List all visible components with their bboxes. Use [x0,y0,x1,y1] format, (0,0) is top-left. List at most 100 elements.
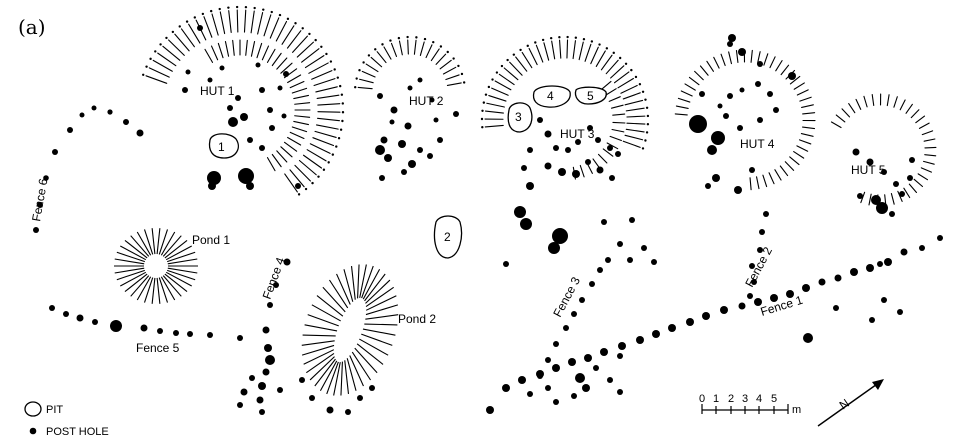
hut-1-bank-outer-tick [315,86,338,93]
hut-4-bank-tick [720,53,726,67]
hut-1-bank-outer-tick [148,67,170,78]
post-hole [537,117,543,123]
hut-2-bank-tick-dot [374,48,377,51]
hut-4-bank-tick [801,104,814,108]
hut-3-bank-outer-tick [509,61,523,76]
hut-3-bank-outer-tick-dot [644,98,647,101]
hut-3-bank-outer-tick [624,134,644,141]
post-hole [803,333,813,343]
post-hole [545,357,551,363]
pond-1-hachure-tick [130,235,150,257]
post-hole [734,186,742,194]
post-hole [398,140,406,148]
post-hole [79,112,85,118]
post-hole [255,62,261,68]
hut-3-bank-outer-tick [535,44,544,63]
post-hole [377,93,383,99]
hut-1-bank-outer-tick [145,75,168,84]
post-hole [770,294,778,302]
pond-2-hachure-tick [336,273,351,305]
hut-3-bank-right-tick [611,128,625,133]
hut-2-bank-tick [359,78,374,84]
hut-3-bank-outer-tick-dot [541,38,545,42]
pond-2-hachure-tick [328,279,349,309]
hut-2-bank-tick-dot [367,54,371,57]
post-hole [33,227,39,233]
hut-1-bank-outer-tick [281,25,295,45]
hut-4-bank-tick [706,60,714,72]
hut-3-bank-outer-tick [486,102,505,108]
post-hole [617,353,623,359]
post-hole [738,48,746,56]
post-hole [173,330,179,336]
post-hole [749,263,755,269]
post-hole [712,174,720,182]
hut-1-bank-inner-tick [280,146,293,158]
pond-2-label: Pond 2 [398,312,436,326]
hut-3-bank-outer-tick [566,39,569,59]
post-hole [919,245,925,251]
hut-4-bank-tick [674,113,688,116]
hut-3-bank-outer-tick [626,115,646,118]
hut-1-bank-outer-tick-dot [322,168,326,171]
pit-4-label: 4 [547,89,554,103]
pond-2-hachure-tick [309,356,335,381]
hut-4-bank-tick [775,60,783,72]
hut-1-bank-outer-tick-dot [327,161,330,164]
hut-1-bank-outer-tick-dot [235,5,239,9]
hut-1-bank-outer-tick-dot [320,45,323,49]
post-hole [587,125,593,131]
pond-2-hachure-tick [340,361,343,396]
hut-1-bank-outer-tick [284,173,298,193]
pond-1-hachure-tick [162,235,182,257]
hut-5-bank-tick [899,99,906,111]
post-hole [593,365,599,371]
hut-3-bank-outer-tick-dot [481,109,484,112]
hut-2-bank-tick [413,39,417,55]
hut-3-bank-outer-tick-dot [487,85,491,89]
legend-post-hole-symbol [29,427,37,435]
post-hole [788,72,796,80]
hut-4-bank-tick [684,83,696,91]
hut-4-bank-tick [735,49,739,63]
hut-3-bank-right-tick [612,113,626,116]
post-hole [737,125,743,131]
hut-1-bank-outer-tick [286,30,302,49]
post-hole [437,137,443,143]
post-hole [802,284,810,292]
scale-tick-0: 0 [699,393,705,405]
pit-number-layer: 1 2 3 4 5 [218,89,594,244]
hut-3-bank-right-tick [606,142,619,150]
post-hole [755,81,761,87]
post-hole [264,344,272,352]
hut-1-bank-inner-tick [224,40,230,57]
hut-2-bank-tick-dot [439,45,443,48]
post-hole [572,170,580,178]
post-hole [401,169,407,175]
pond-2-hachure-tick [365,286,394,308]
post-hole [258,382,266,390]
legend-post-hole-label: POST HOLE [46,426,109,438]
pond-1-hachure [114,228,198,304]
north-arrow-head [872,379,884,390]
hut-5-bank-tick [830,121,842,129]
hut-1-bank-inner-tick [271,153,282,168]
post-hole [763,211,769,217]
pond-2-hachure-tick [333,362,341,396]
post-hole [548,242,560,254]
post-hole [197,25,203,31]
pond-1-hachure-tick [156,228,161,255]
hut-3-bank-outer-tick-dot [491,78,494,81]
hut-3-bank-outer-tick [572,40,576,60]
hut-2-bank-tick-dot [415,36,418,39]
post-hole [937,235,943,241]
hut-1-bank-outer-tick-dot [341,102,344,105]
hut-1-bank-outer-tick-dot [270,10,273,14]
hut-5-bank-tick [922,160,935,165]
pond-1-hachure-tick [114,267,145,274]
hut-3-bank-outer-tick-dot [605,47,609,50]
pond-2-hachure-tick [326,361,339,395]
post-hole [375,145,385,155]
hut-1-bank-outer-tick-dot [149,57,152,61]
